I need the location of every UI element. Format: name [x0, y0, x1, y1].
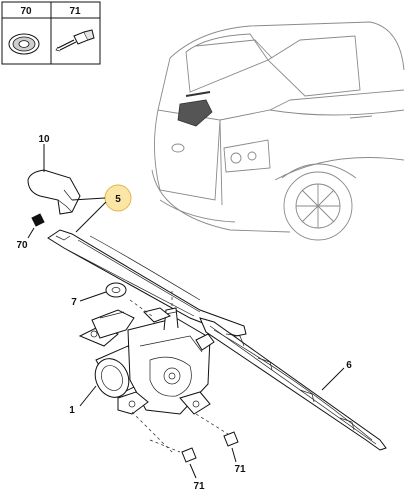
clip-icon: [55, 29, 95, 52]
legend-label-71: 71: [69, 6, 81, 17]
leader-71a: [189, 463, 197, 479]
assembly-lines: [129, 290, 229, 453]
legend-box: 70 71: [1, 1, 101, 65]
clip-part-71a: [181, 447, 197, 463]
car-illustration: [151, 21, 405, 241]
callout-7: 7: [71, 297, 77, 308]
leader-5b: [75, 201, 107, 233]
wiper-arm-cap: [27, 169, 81, 215]
callout-10: 10: [38, 134, 50, 145]
leader-71b: [231, 447, 237, 463]
clip-part-71b: [223, 431, 239, 447]
callout-1: 1: [69, 405, 75, 416]
leader-6: [321, 367, 345, 391]
callout-71b: 71: [234, 464, 246, 475]
wiper-arm: [47, 229, 247, 337]
callout-5: 5: [115, 194, 121, 205]
wiper-motor: [78, 307, 215, 415]
grommet-part-70: [31, 213, 45, 227]
legend-label-70: 70: [20, 6, 32, 17]
callout-6: 6: [346, 360, 352, 371]
callout-70: 70: [16, 240, 28, 251]
leader-5a: [71, 197, 106, 201]
washer-part-7: [105, 282, 127, 298]
leader-70: [27, 227, 35, 239]
leader-1: [79, 385, 97, 407]
callout-71a: 71: [193, 481, 205, 492]
leader-7: [79, 291, 107, 302]
grommet-icon: [8, 33, 40, 55]
wiper-blade: [199, 317, 387, 451]
